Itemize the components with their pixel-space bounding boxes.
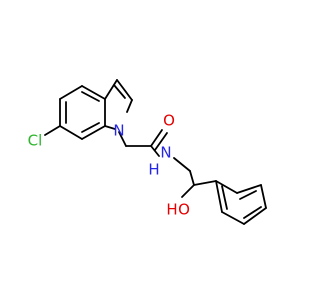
bond <box>81 85 106 100</box>
bond <box>215 180 238 194</box>
bond <box>193 180 217 186</box>
carbonyl-oxygen-label: O <box>163 112 175 130</box>
bond <box>181 184 195 198</box>
bonds <box>44 79 267 225</box>
molecule-drawing: Cl N O N H O H <box>28 79 267 225</box>
bond <box>44 125 61 136</box>
bond <box>116 79 133 101</box>
bond <box>59 85 83 100</box>
bond <box>104 79 118 100</box>
bond <box>126 99 133 113</box>
bond <box>260 184 267 209</box>
bond <box>215 180 223 213</box>
bond <box>189 170 195 186</box>
hydroxyl-hydrogen-label: H <box>166 201 177 219</box>
bond-double-inner <box>243 206 262 219</box>
indole-nitrogen-label: N <box>113 122 124 140</box>
amide-hydrogen-label: H <box>148 161 159 179</box>
bond <box>59 125 83 140</box>
atom-labels: Cl N O N H O H <box>28 112 190 219</box>
bond-double-inner <box>221 185 228 210</box>
amide-nitrogen-label: N <box>160 144 171 162</box>
bond <box>154 132 168 151</box>
bond <box>150 129 163 147</box>
bond-double-inner <box>81 91 100 102</box>
structure-canvas: Cl N O N H O H <box>27 79 267 225</box>
hydroxyl-oxygen-label: O <box>178 201 190 219</box>
bond <box>173 157 191 172</box>
bond <box>243 207 267 225</box>
bond <box>150 145 160 157</box>
bond <box>221 211 245 225</box>
chlorine-atom-label: Cl <box>28 132 43 150</box>
bond <box>118 131 127 147</box>
bond <box>236 184 262 194</box>
bond <box>113 84 126 99</box>
bond-double-inner <box>239 190 257 200</box>
bond <box>104 125 116 130</box>
bond-double-inner <box>81 122 100 133</box>
bond <box>81 125 106 140</box>
